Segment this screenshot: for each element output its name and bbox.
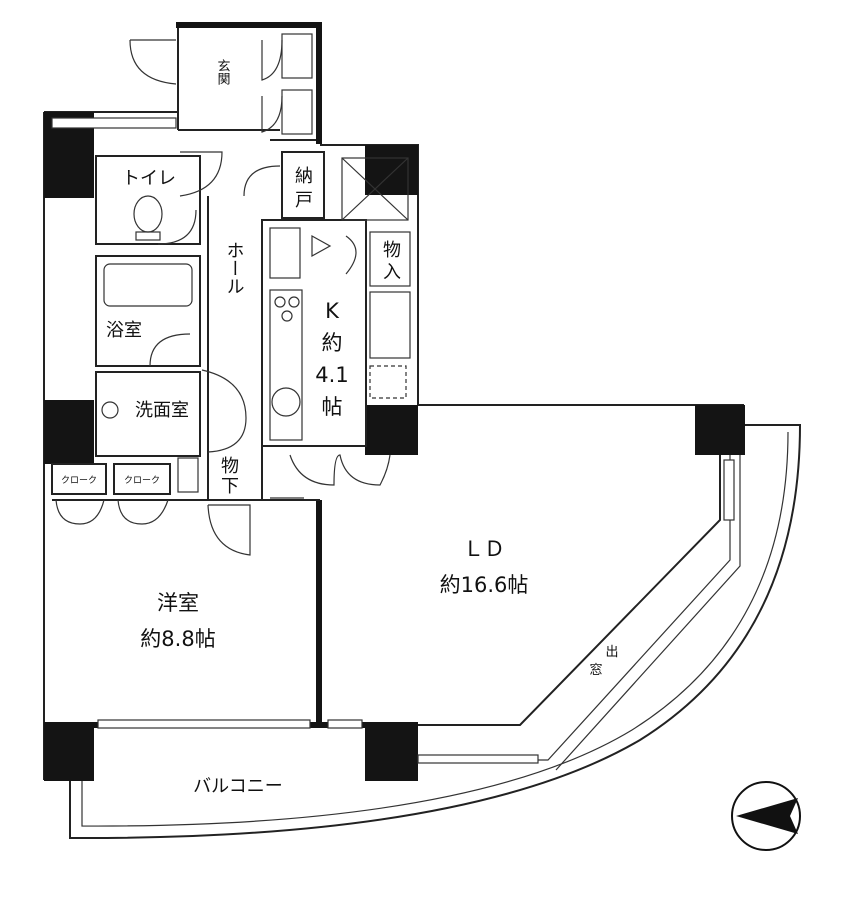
kitchen-sink-icon — [271, 387, 301, 417]
toilet-bowl-icon — [133, 195, 163, 233]
western-room-area: 約8.8帖 — [140, 627, 215, 651]
window-bay-label-2: 窓 — [589, 662, 602, 678]
kitchen-area-3: 帖 — [322, 395, 343, 419]
washbasin-icon — [101, 401, 119, 419]
kitchen-area-2: 4.1 — [315, 363, 348, 387]
balcony-label: バルコニー — [193, 776, 283, 797]
bath-label: 浴室 — [106, 320, 142, 341]
fixtures — [101, 195, 301, 419]
corridor-storage-label-2: 下 — [221, 476, 239, 497]
nando-label-2: 戸 — [295, 190, 313, 211]
hall-label: ホール — [224, 241, 245, 295]
kitchen-area-1: 約 — [322, 331, 343, 355]
closet-right-label: クローク — [124, 475, 160, 486]
western-room-name: 洋室 — [157, 591, 199, 615]
toilet-label: トイレ — [122, 168, 176, 189]
interior-partitions — [51, 33, 411, 501]
nando-label-1: 納 — [295, 166, 313, 187]
outer-walls — [43, 23, 802, 840]
kitchen-letter: K — [325, 299, 340, 323]
north-arrow-icon — [731, 781, 801, 851]
fridge-storage-label-1: 物 — [383, 240, 401, 261]
window-bay-label-1: 出 — [605, 645, 618, 660]
genkan-label: 玄関 — [215, 59, 231, 86]
doors — [55, 39, 391, 556]
room-labels: 玄関 トイレ ホール 納 戸 物 入 K 約 4.1 帖 浴室 洗面室 物 下 … — [61, 59, 619, 797]
stove-burners-icon — [274, 296, 300, 322]
living-area: 約16.6帖 — [440, 573, 529, 597]
living-name: ＬＤ — [463, 537, 505, 561]
fridge-storage-label-2: 入 — [383, 262, 401, 283]
windows — [51, 117, 735, 764]
closet-left-label: クローク — [61, 475, 97, 486]
washroom-label: 洗面室 — [135, 400, 189, 421]
corridor-storage-label-1: 物 — [221, 456, 239, 477]
